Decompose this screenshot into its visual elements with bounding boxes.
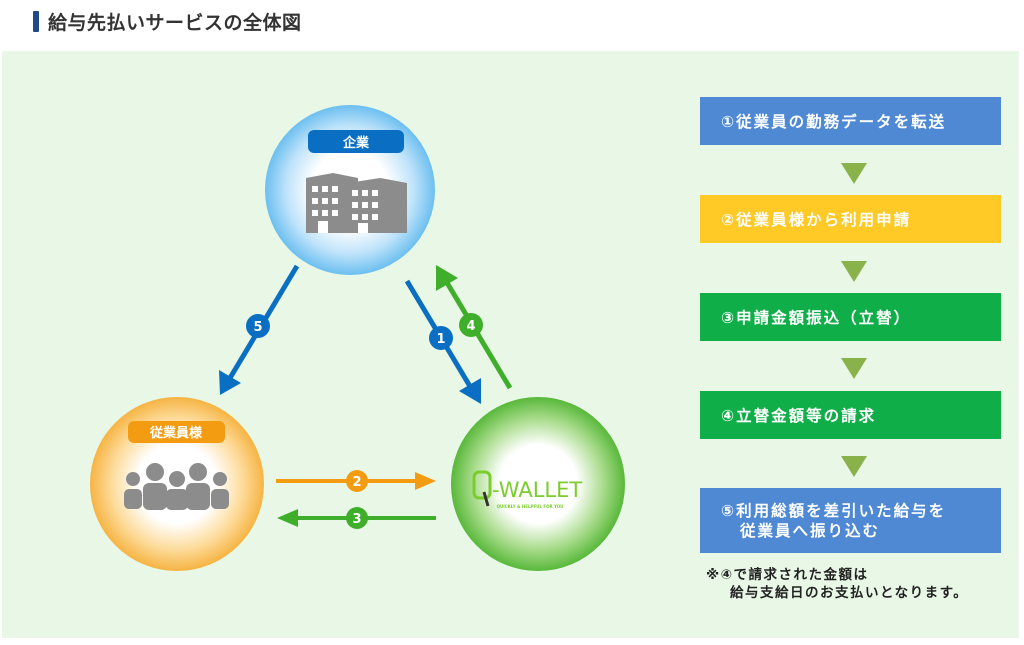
arrow-3: 3 [277, 507, 436, 529]
arrow-4-number: 4 [466, 319, 475, 334]
arrow-3-number: 3 [352, 512, 361, 527]
step-5-text-line2: 従業員へ振り込む [740, 521, 881, 540]
company-label-pill [308, 130, 404, 153]
section-title: 給与先払いサービスの全体図 [33, 9, 302, 34]
company-label: 企業 [342, 135, 370, 151]
footnote-line1: ※④で請求された金額は [706, 567, 869, 583]
qwallet-node: -WALLET QUICKLY & HELPFUL FOR YOU [451, 397, 625, 571]
arrow-2: 2 [276, 470, 436, 492]
building-icon [306, 173, 407, 233]
qwallet-tagline: QUICKLY & HELPFUL FOR YOU [497, 504, 564, 509]
arrow-2-number: 2 [352, 475, 361, 490]
down-triangle-icon [841, 261, 867, 282]
down-triangle-icon [841, 358, 867, 379]
step-5-text-line1: ⑤利用総額を差引いた給与を [721, 501, 947, 520]
step-5: ⑤利用総額を差引いた給与を 従業員へ振り込む [700, 488, 1001, 553]
step-2-text: ②従業員様から利用申請 [721, 211, 912, 229]
step-4: ④立替金額等の請求 [700, 391, 1001, 439]
page-title: 給与先払いサービスの全体図 [48, 11, 302, 34]
arrow-1-number: 1 [436, 332, 445, 347]
employees-label-pill [128, 421, 225, 443]
company-node: 企業 [265, 105, 435, 275]
down-triangle-icon [841, 456, 867, 477]
step-4-text: ④立替金額等の請求 [721, 407, 877, 425]
step-1: ①従業員の勤務データを転送 [700, 97, 1001, 145]
footnote: ※④で請求された金額は 給与支給日のお支払いとなります。 [706, 566, 968, 602]
qwallet-logo-text: -WALLET [492, 478, 582, 502]
footnote-line2: 給与支給日のお支払いとなります。 [730, 585, 969, 601]
title-marker [33, 10, 39, 32]
qwallet-circle [451, 397, 625, 571]
down-triangle-icon [841, 163, 867, 184]
people-icon [124, 463, 229, 510]
arrow-1: 1 [404, 279, 481, 404]
step-2: ②従業員様から利用申請 [700, 195, 1001, 243]
employees-label: 従業員様 [149, 425, 203, 441]
arrow-5-number: 5 [253, 320, 262, 335]
arrow-4: 4 [436, 265, 513, 390]
employees-node: 従業員様 [90, 397, 264, 571]
arrow-5: 5 [219, 264, 300, 395]
step-1-text: ①従業員の勤務データを転送 [721, 113, 947, 131]
qwallet-logo: -WALLET QUICKLY & HELPFUL FOR YOU [472, 470, 582, 509]
step-3: ③申請金額振込（立替） [700, 293, 1001, 341]
step-3-text: ③申請金額振込（立替） [721, 309, 912, 327]
